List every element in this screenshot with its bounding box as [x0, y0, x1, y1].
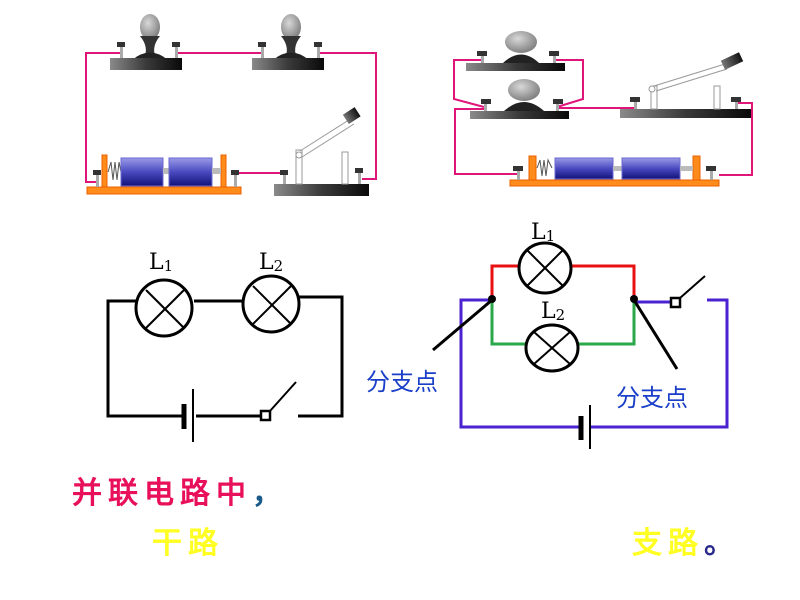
parallel-l2-letter: L	[541, 299, 556, 324]
right-battery-box	[509, 155, 720, 187]
junction-right	[630, 295, 638, 303]
left-bulb-1	[110, 14, 182, 70]
series-switch	[259, 381, 297, 422]
title-text: 并联电路中	[72, 476, 252, 511]
series-schematic	[106, 274, 344, 442]
junction-left	[488, 295, 496, 303]
svg-text:L1: L1	[149, 250, 173, 275]
parallel-lamp-1	[517, 241, 573, 295]
series-lamp-2	[241, 274, 301, 334]
right-bulb-1	[466, 31, 565, 71]
pointer-right	[632, 299, 679, 370]
left-apparatus-wires	[85, 52, 377, 183]
left-bulb-2	[252, 14, 324, 70]
junction-label-right: 分支点	[616, 384, 688, 412]
conclusion-title: 并联电路中，	[72, 468, 288, 512]
series-l2-letter: L	[259, 250, 274, 275]
series-lamp-1	[134, 278, 194, 338]
series-l1-sub: 1	[164, 257, 174, 275]
branch-word: 支路	[632, 526, 704, 561]
right-knife-switch	[620, 52, 751, 118]
parallel-l1-sub: 1	[546, 227, 556, 245]
trunk-word: 干路	[152, 526, 224, 561]
pointer-left	[432, 298, 493, 352]
trunk-wire	[459, 298, 580, 429]
series-l2-sub: 2	[274, 257, 284, 275]
parallel-switch	[669, 275, 706, 309]
branch-wire-l1	[490, 264, 519, 300]
series-lamp-labels: L1 L2	[149, 250, 283, 275]
parallel-battery	[578, 405, 591, 449]
left-battery-box	[86, 154, 242, 195]
svg-text:L2: L2	[541, 299, 565, 324]
right-bulb-2	[470, 79, 569, 119]
parallel-l2-sub: 2	[556, 306, 566, 324]
series-l1-letter: L	[149, 250, 164, 275]
series-wire	[106, 299, 183, 418]
branch-sentence: 支路。	[632, 518, 740, 562]
title-comma: ，	[252, 476, 288, 511]
right-apparatus-wires	[453, 59, 753, 176]
parallel-lamp-2	[524, 323, 580, 373]
svg-text:L2: L2	[259, 250, 283, 275]
parallel-schematic	[432, 241, 729, 449]
left-knife-switch	[274, 107, 369, 196]
svg-text:L1: L1	[531, 220, 555, 245]
branch-wire-l2	[490, 300, 527, 346]
junction-label-left: 分支点	[366, 368, 438, 396]
parallel-lamp-labels: L1 L2	[531, 220, 565, 324]
series-battery	[181, 389, 194, 442]
parallel-l1-letter: L	[531, 220, 546, 245]
branch-period: 。	[704, 526, 740, 561]
